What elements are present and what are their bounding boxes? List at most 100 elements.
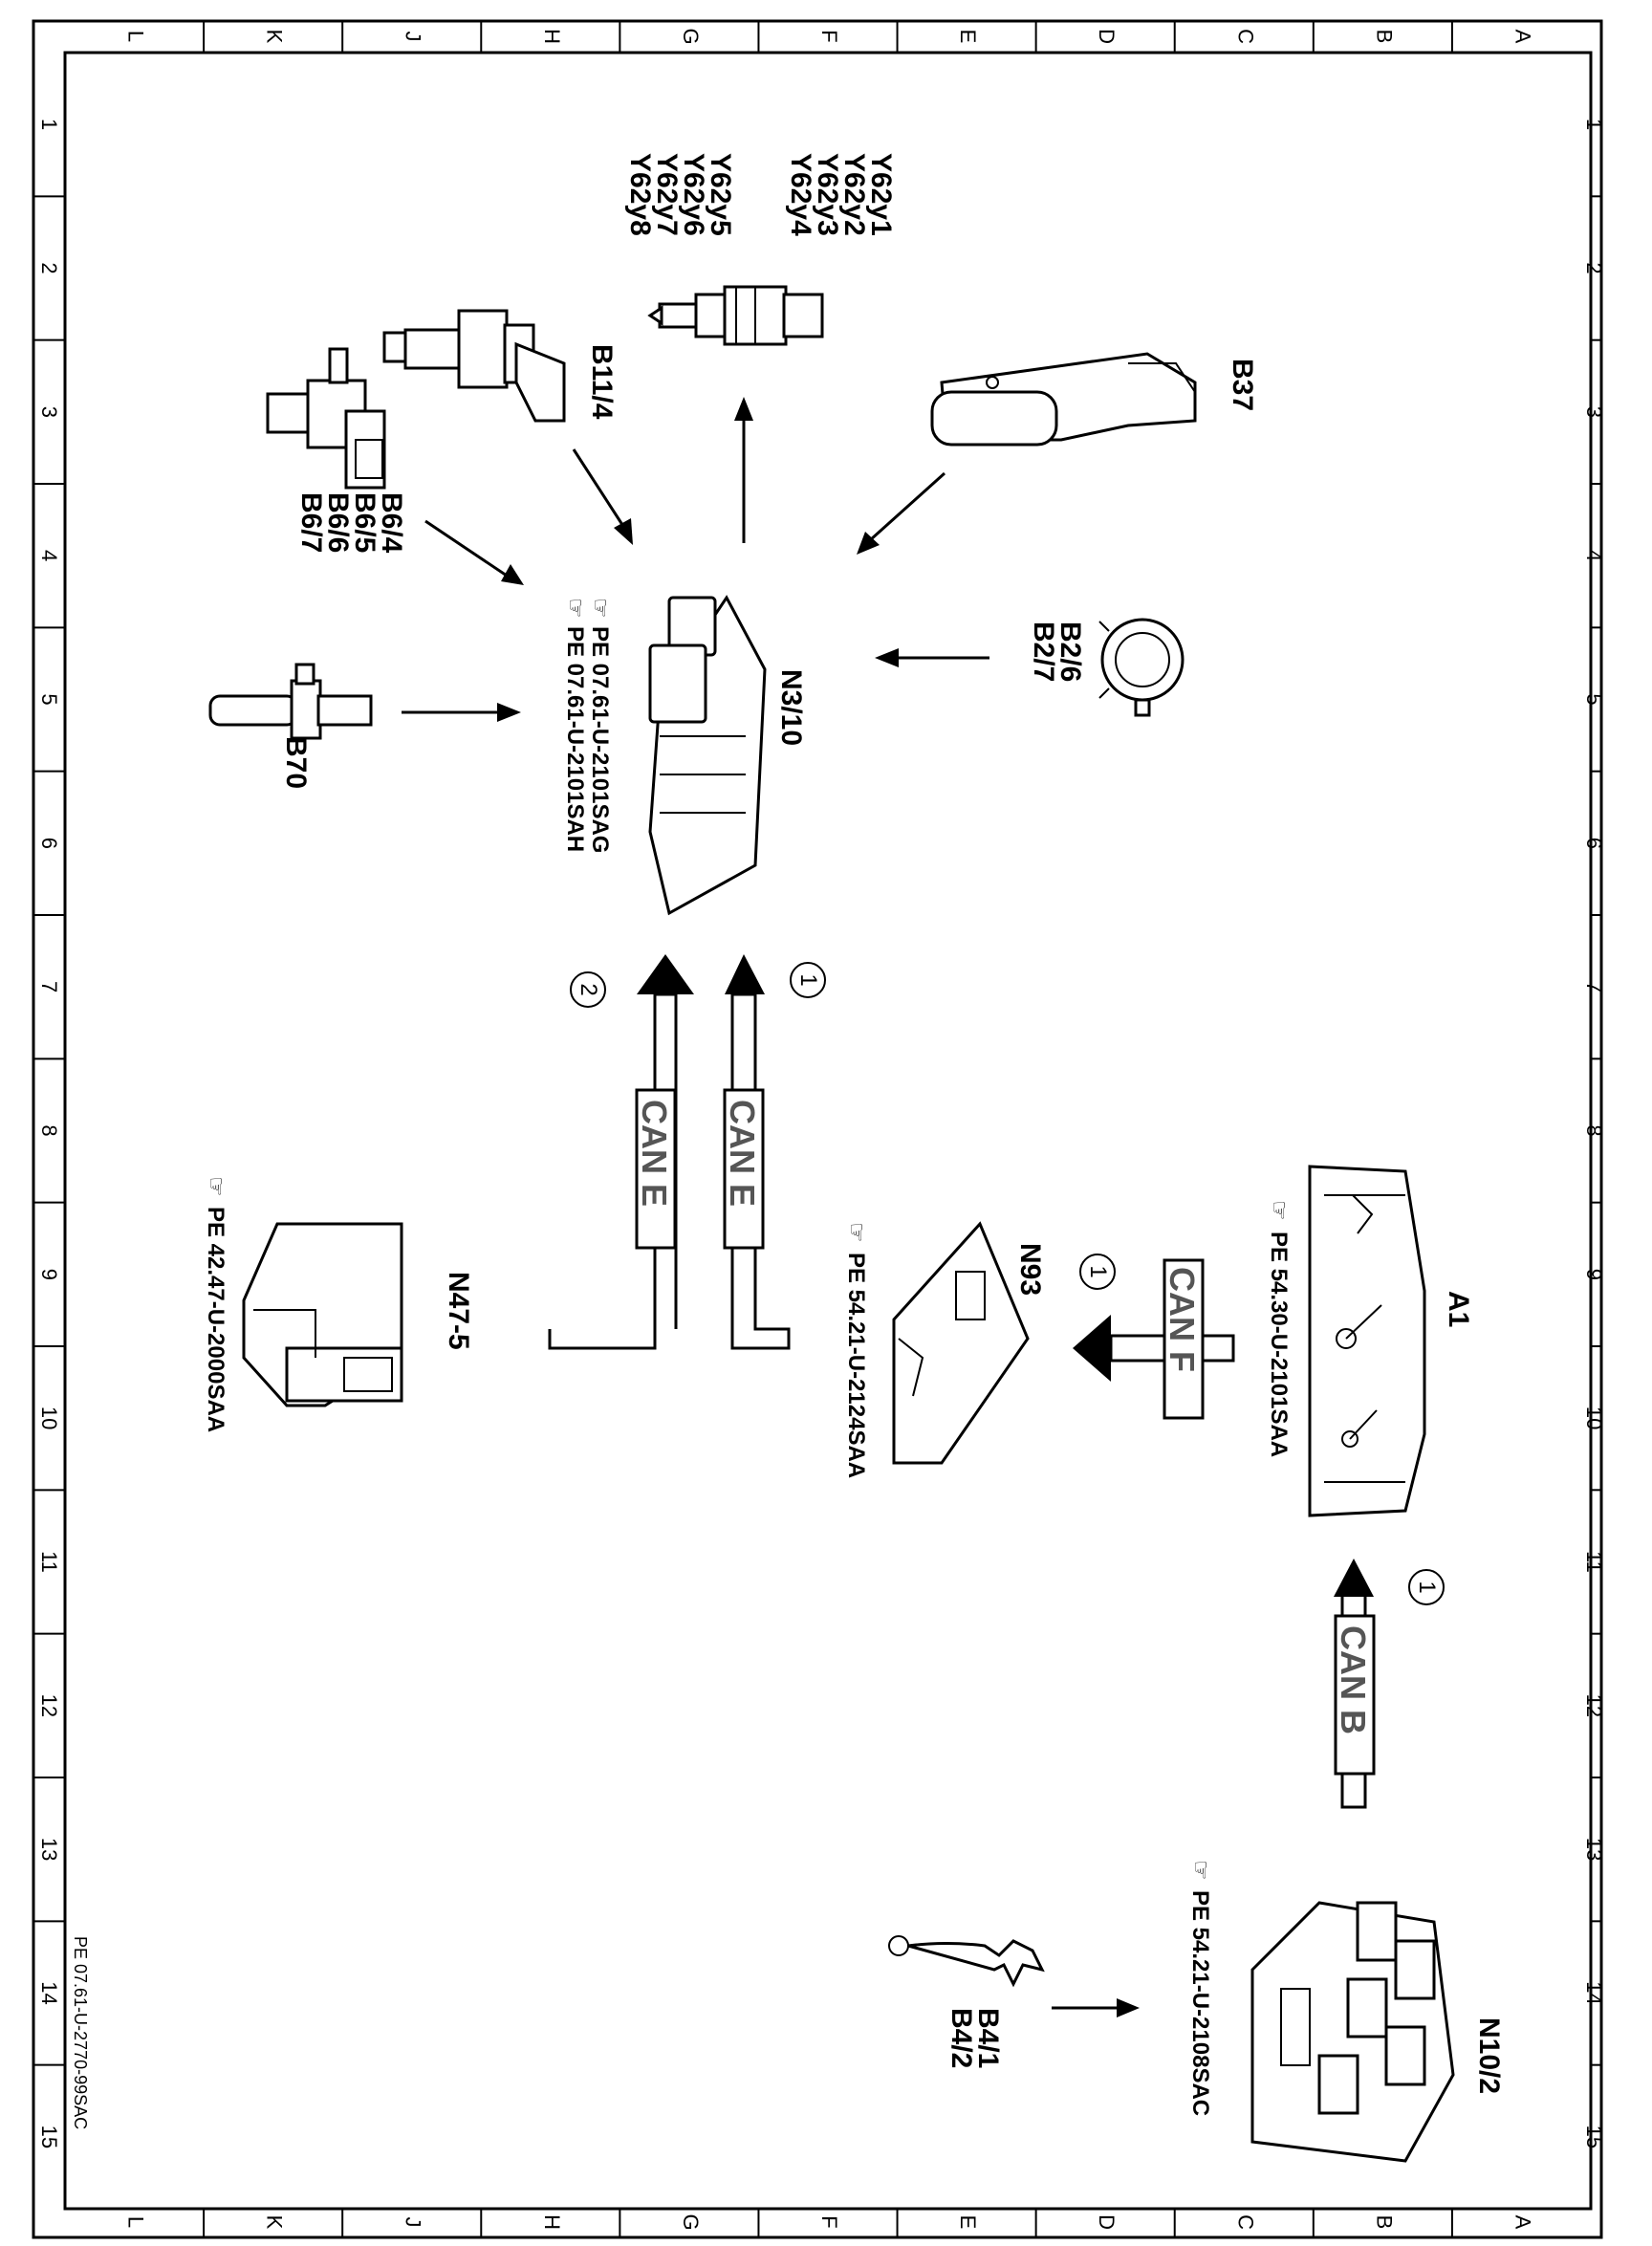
grid-number-right: 4 bbox=[1582, 550, 1606, 561]
grid-number-right: 13 bbox=[1582, 1838, 1606, 1861]
n3-10-ref-text-1: PE 07.61-U-2101SAG bbox=[587, 626, 613, 853]
can-e-label-2: CAN E bbox=[635, 1100, 674, 1207]
grid-number-left: 4 bbox=[37, 550, 61, 561]
sensor-b70-icon bbox=[208, 663, 373, 740]
grid-letter-bottom: J bbox=[402, 2217, 425, 2228]
grid-letter-bottom: C bbox=[1233, 2214, 1257, 2230]
grid-number-left: 15 bbox=[37, 2126, 61, 2148]
b70-label: B70 bbox=[280, 736, 312, 789]
marker-1-top: 1 bbox=[790, 962, 826, 998]
n3-10-ref-text-2: PE 07.61-U-2101SAH bbox=[562, 626, 588, 852]
grid-letter-bottom: B bbox=[1372, 2215, 1396, 2230]
y62-label-7: Y62y7 bbox=[651, 153, 683, 236]
grid-letter-top: G bbox=[679, 28, 703, 44]
grid-letter-top: F bbox=[817, 30, 841, 42]
marker-1-n93-text: 1 bbox=[1085, 1265, 1111, 1277]
n3-10-ref-2: ☞ PE 07.61-U-2101SAH bbox=[562, 598, 588, 852]
can-e-bus-2 bbox=[548, 954, 694, 1350]
grid-number-left: 9 bbox=[37, 1269, 61, 1280]
y62-label-1: Y62y1 bbox=[865, 153, 897, 236]
grid-number-left: 8 bbox=[37, 1124, 61, 1136]
n47-5-label: N47-5 bbox=[443, 1272, 474, 1350]
can-e-bus-1 bbox=[723, 954, 791, 1350]
grid-number-left: 14 bbox=[37, 1981, 61, 2004]
n47-5-ref-text: PE 42.47-U-2000SAA bbox=[203, 1207, 228, 1432]
marker-2-top-text: 2 bbox=[576, 983, 601, 995]
grid-number-right: 14 bbox=[1582, 1981, 1606, 2004]
n93-ref-icon: ☞ bbox=[843, 1222, 869, 1243]
grid-number-right: 5 bbox=[1582, 693, 1606, 705]
n10-2-ref-text: PE 54.21-U-2108SAC bbox=[1187, 1890, 1213, 2116]
n10-2-label: N10/2 bbox=[1473, 2017, 1505, 2094]
b4-arrow bbox=[1052, 1998, 1140, 2017]
grid-number-right: 7 bbox=[1582, 981, 1606, 992]
grid-letter-top: A bbox=[1511, 30, 1534, 44]
grid-letter-bottom: D bbox=[1095, 2214, 1119, 2230]
n3-10-label: N3/10 bbox=[775, 669, 807, 746]
grid-letter-bottom: A bbox=[1511, 2215, 1534, 2230]
outer-frame bbox=[32, 19, 1603, 2239]
grid-number-left: 2 bbox=[37, 262, 61, 273]
ecu-n3-10-icon bbox=[648, 595, 767, 916]
n3-10-ref-icon-2: ☞ bbox=[562, 598, 588, 619]
can-f-bus bbox=[1073, 1258, 1235, 1420]
grid-number-left: 12 bbox=[37, 1694, 61, 1717]
can-b-label: CAN B bbox=[1334, 1625, 1373, 1734]
n3-10-ref-1: ☞ PE 07.61-U-2101SAG bbox=[587, 598, 613, 853]
instrument-cluster-a1-icon bbox=[1308, 1165, 1426, 1517]
marker-1-top-text: 1 bbox=[795, 973, 821, 986]
a1-ref-icon: ☞ bbox=[1266, 1200, 1292, 1221]
n47-5-ref: ☞ PE 42.47-U-2000SAA bbox=[203, 1176, 228, 1432]
grid-number-left: 13 bbox=[37, 1838, 61, 1861]
grid-number-right: 1 bbox=[1582, 119, 1606, 130]
y62-label-4: Y62y4 bbox=[785, 153, 816, 236]
grid-letter-top: K bbox=[263, 30, 287, 44]
b37-label: B37 bbox=[1227, 359, 1258, 411]
grid-number-right: 15 bbox=[1582, 2126, 1606, 2148]
grid-letter-top: H bbox=[540, 29, 564, 44]
module-n10-2-icon bbox=[1250, 1901, 1455, 2163]
grid-number-left: 10 bbox=[37, 1406, 61, 1429]
grid-number-right: 3 bbox=[1582, 406, 1606, 418]
sensor-b11-4-icon bbox=[382, 309, 566, 423]
a1-label: A1 bbox=[1443, 1291, 1474, 1327]
n10-2-ref-icon: ☞ bbox=[1187, 1860, 1213, 1881]
grid-ticks bbox=[33, 21, 1601, 2237]
marker-1-a1: 1 bbox=[1408, 1569, 1445, 1605]
sensor-b6-icon bbox=[266, 347, 386, 490]
grid-letter-bottom: G bbox=[679, 2213, 703, 2230]
grid-letter-bottom: L bbox=[124, 2216, 148, 2228]
b4-label-1: B4/1 bbox=[972, 2008, 1004, 2068]
a1-ref-text: PE 54.30-U-2101SAA bbox=[1266, 1232, 1292, 1457]
marker-1-a1-text: 1 bbox=[1414, 1581, 1440, 1593]
grid-letter-bottom: F bbox=[817, 2215, 841, 2228]
grid-number-right: 9 bbox=[1582, 1269, 1606, 1280]
marker-2-top: 2 bbox=[570, 971, 606, 1008]
y62-labels: Y62y1 Y62y2 Y62y3 Y62y4 Y62y5 Y62y6 Y62y… bbox=[624, 153, 897, 236]
inner-frame bbox=[63, 51, 1593, 2211]
grid-number-right: 11 bbox=[1582, 1551, 1606, 1573]
marker-1-n93: 1 bbox=[1079, 1254, 1116, 1290]
grid-letter-top: D bbox=[1095, 29, 1119, 44]
sensor-b4-icon bbox=[888, 1935, 1045, 1988]
grid-letter-top: J bbox=[402, 32, 425, 42]
n47-5-ref-icon: ☞ bbox=[203, 1176, 228, 1197]
grid-number-right: 8 bbox=[1582, 1124, 1606, 1136]
grid-number-left: 3 bbox=[37, 406, 61, 418]
grid-letter-bottom: H bbox=[540, 2214, 564, 2230]
n93-label: N93 bbox=[1014, 1243, 1046, 1296]
y62-label-5: Y62y5 bbox=[705, 153, 736, 236]
n10-2-ref: ☞ PE 54.21-U-2108SAC bbox=[1187, 1860, 1213, 2116]
grid-letter-top: C bbox=[1233, 29, 1257, 44]
grid-number-right: 6 bbox=[1582, 838, 1606, 849]
grid-number-left: 5 bbox=[37, 693, 61, 705]
can-e-label-1: CAN E bbox=[723, 1100, 762, 1207]
b4-label-2: B4/2 bbox=[946, 2008, 977, 2068]
y62-label-6: Y62y6 bbox=[678, 153, 709, 236]
b6-label-2: B6/5 bbox=[349, 492, 380, 553]
module-n47-5-icon bbox=[242, 1222, 403, 1407]
b6-label-4: B6/7 bbox=[295, 492, 327, 553]
